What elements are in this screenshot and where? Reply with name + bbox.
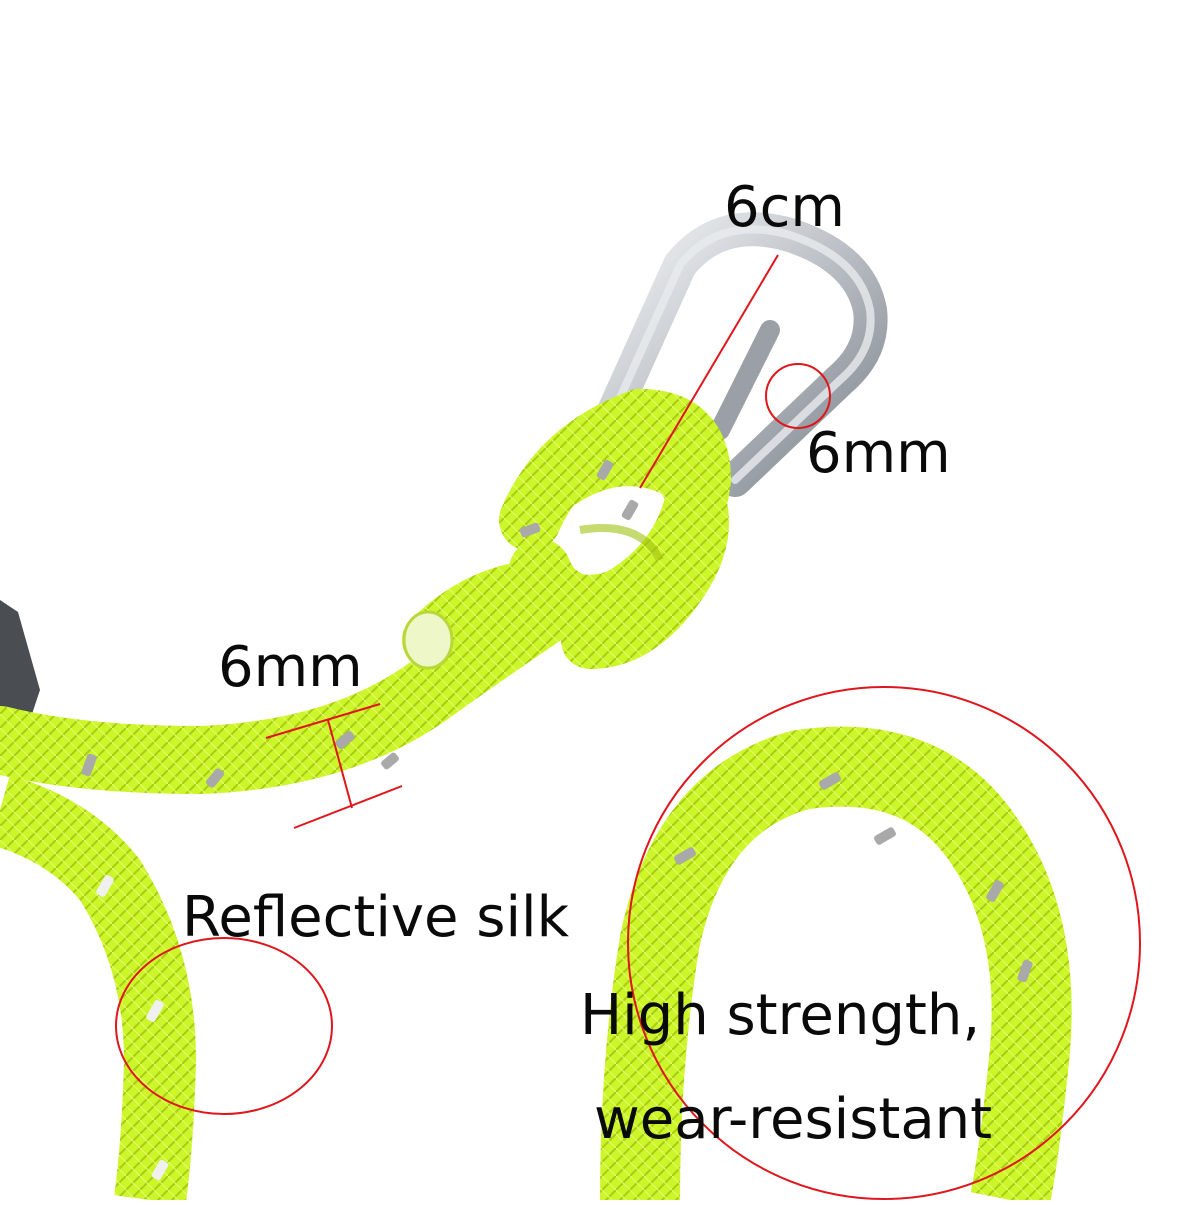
carabiner-length-label: 6cm xyxy=(724,175,845,240)
reflective-circle xyxy=(115,937,333,1115)
reflective-strips xyxy=(81,459,1033,1181)
rope-diameter-line xyxy=(327,719,353,809)
carabiner-length-line xyxy=(639,254,779,489)
strength-label-line1: High strength, xyxy=(580,983,981,1048)
device-edge xyxy=(0,600,40,720)
rope-knot xyxy=(499,388,732,669)
carabiner-thickness-circle xyxy=(765,363,831,429)
carabiner xyxy=(593,212,888,497)
carabiner-thickness-label: 6mm xyxy=(806,421,951,486)
rope-diameter-label: 6mm xyxy=(218,635,363,700)
annotations xyxy=(115,254,1141,1200)
closeup-circle xyxy=(627,686,1141,1200)
reflective-silk-label: Reflective silk xyxy=(182,885,569,950)
strength-label-line2: wear-resistant xyxy=(594,1087,993,1152)
